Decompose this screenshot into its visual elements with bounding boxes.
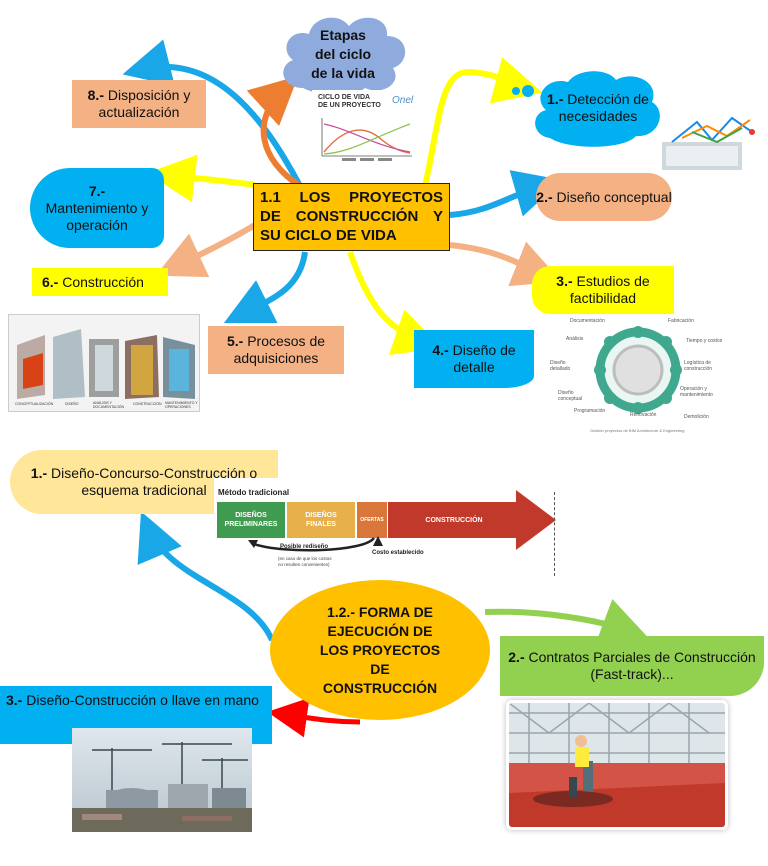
stage-2-num: 2.- [536, 188, 553, 205]
wheel-label-diseno-detallado: Diseño detallado [550, 360, 571, 372]
method-1-num: 1.- [30, 465, 48, 481]
bim-stage-5: MANTENIMIENTO Y OPERACIONES [165, 401, 198, 409]
stage-1-node: 1.- Detección de necesidades [528, 66, 666, 148]
stage-3-node: 3.- Estudios de factibilidad [532, 266, 674, 314]
bim-cycle-caption: Gestión proyectos de BIM Architecture & … [590, 428, 685, 433]
wheel-label-diseno-conceptual: Diseño conceptual [558, 390, 583, 402]
cost-marker [373, 536, 383, 546]
stage-6-num: 6.- [42, 273, 59, 290]
stage-4-text: Diseño de detalle [452, 342, 516, 375]
cloud-line1: Etapas [320, 26, 366, 43]
stage-5-node: 5.- Procesos de adquisiciones [208, 326, 344, 374]
bim-stage-3: ANÁLISIS Y DOCUMENTACIÓN [93, 401, 125, 409]
cloud-line2: del ciclo [314, 45, 372, 62]
cost-label: Costo establecido [372, 550, 424, 556]
bim-stages-image: CONCEPTUALIZACIÓN DISEÑO ANÁLISIS Y DOCU… [8, 314, 200, 412]
phase-construccion: CONSTRUCCIÓN [394, 502, 514, 538]
stage-1-num: 1.- [547, 91, 564, 107]
bim-stage-1: CONCEPTUALIZACIÓN [15, 402, 54, 406]
wheel-label-operacion: Operación y mantenimiento [680, 386, 713, 398]
stage-6-node: 6.- Construcción [32, 268, 168, 296]
bim-stage-4: CONSTRUCCIÓN [133, 402, 162, 406]
stage-5-text: Procesos de adquisiciones [233, 333, 326, 366]
traditional-title: Método tradicional [218, 488, 290, 497]
center2-line3: LOS PROYECTOS [319, 641, 441, 658]
stage-7-node: 7.-Mantenimiento y operación [30, 168, 164, 248]
cranes-construction-photo [72, 728, 252, 832]
stage-3-num: 3.- [556, 273, 573, 289]
phase-2-line2: FINALES [306, 521, 336, 528]
stage-7-num: 7.- [88, 182, 106, 199]
method-3-num: 3.- [6, 692, 23, 708]
method-1-text: Diseño-Concurso-Construcción o esquema t… [51, 465, 258, 498]
stage-8-node: 8.- Disposición y actualización [72, 80, 206, 128]
stage-8-num: 8.- [87, 87, 104, 103]
lifecycle-title2: DE UN PROYECTO [318, 102, 381, 109]
phase-2-line1: DISEÑOS [305, 512, 337, 519]
stage-7-text: Mantenimiento y operación [45, 199, 149, 233]
stage-3-text: Estudios de factibilidad [569, 273, 650, 306]
stage-2-node: 2.- Diseño conceptual [536, 173, 672, 221]
method-2-text: Contratos Parciales de Construcción (Fas… [528, 649, 756, 682]
stage-6-text: Construcción [62, 273, 144, 290]
stage-2-text: Diseño conceptual [556, 188, 672, 205]
dashed-end-line [554, 492, 555, 576]
phase-construccion-arrow [388, 490, 556, 550]
method-3-text: Diseño-Construcción o llave en mano [26, 692, 259, 708]
lifecycle-cloud: Etapas del ciclo de la vida [273, 10, 413, 98]
stage-4-node: 4.- Diseño de detalle [414, 330, 534, 388]
redesign-note-line2: no resulten convenientes) [278, 562, 330, 567]
indoor-construction-photo [506, 700, 728, 830]
center2-line1: 1.2.- FORMA DE [326, 603, 434, 620]
phase-3-label: OFERTAS [360, 516, 384, 523]
stage-5-num: 5.- [226, 333, 244, 349]
phase-ofertas: OFERTAS [357, 502, 387, 538]
method-2-node: 2.- Contratos Parciales de Construcción … [500, 636, 764, 696]
lifecycle-brand: Onel [392, 95, 414, 106]
phase-finales: DISEÑOS FINALES [287, 502, 355, 538]
stage-8-text: Disposición y actualización [98, 87, 191, 120]
redesign-curve [248, 537, 376, 552]
wheel-label-demolicion: Demolición [684, 414, 709, 420]
stage-1-text: Detección de necesidades [558, 91, 649, 124]
center1-line1: 1.1 LOS PROYECTOS [260, 189, 443, 206]
bim-stage-2: DISEÑO [65, 402, 79, 406]
center2-line2: EJECUCIÓN DE [327, 622, 433, 639]
phase-1-line2: PRELIMINARES [224, 521, 278, 528]
wheel-label-analisis: Análisis [566, 336, 584, 342]
wheel-label-logistica: Logística de construcción [684, 360, 713, 372]
wheel-label-documentacion: Documentación [570, 318, 605, 324]
lifecycle-chart-image: CICLO DE VIDA DE UN PROYECTO Onel [312, 90, 420, 170]
center-ellipse-execution: 1.2.- FORMA DE EJECUCIÓN DE LOS PROYECTO… [270, 580, 490, 720]
phase-4-label: CONSTRUCCIÓN [425, 516, 483, 524]
wheel-label-fabricacion: Fabricación [668, 318, 694, 324]
wheel-label-programacion: Programación [574, 408, 606, 414]
center2-line5: CONSTRUCCIÓN [322, 679, 438, 696]
cloud-line3: de la vida [311, 64, 375, 81]
bim-cycle-wheel: Documentación Fabricación Tiempo y costo… [548, 316, 728, 428]
center1-line2: DE CONSTRUCCIÓN Y [260, 208, 443, 225]
traditional-method-diagram: Método tradicional DISEÑOS PRELIMINARES … [214, 478, 564, 578]
phase-1-line1: DISEÑOS [235, 512, 267, 519]
method-2-num: 2.- [508, 649, 525, 665]
wheel-label-tiempo: Tiempo y costos [686, 338, 723, 344]
wheel-label-renovacion: Renovación [630, 412, 657, 418]
center-box-lifecycle: 1.1 LOS PROYECTOS DE CONSTRUCCIÓN Y SU C… [253, 183, 450, 251]
center1-line3: SU CICLO DE VIDA [260, 227, 397, 244]
stage-1-cloud-bubbles [512, 85, 534, 97]
center2-line4: DE [370, 660, 390, 677]
technology-hand-image [652, 112, 762, 174]
stage-4-num: 4.- [432, 342, 449, 358]
phase-preliminares: DISEÑOS PRELIMINARES [217, 502, 285, 538]
redesign-note-line1: (en caso de que los costos [278, 556, 332, 561]
redesign-label: Posible rediseño [280, 544, 329, 550]
lifecycle-title1: CICLO DE VIDA [318, 94, 371, 101]
